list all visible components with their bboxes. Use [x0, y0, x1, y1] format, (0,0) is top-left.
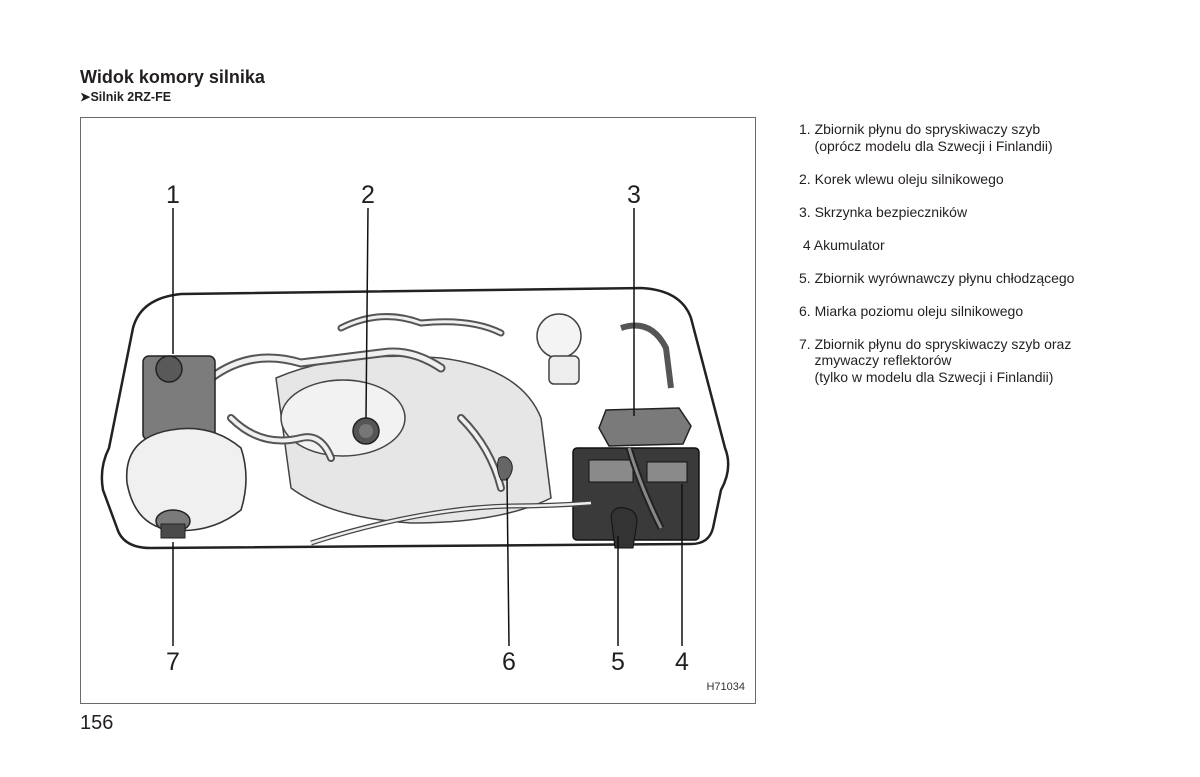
brake-reservoir [536, 313, 582, 359]
section-subtitle: ➤Silnik 2RZ-FE [80, 90, 172, 104]
legend-item: 5. Zbiornik wyrównawczy płynu chłodząceg… [799, 269, 1075, 286]
legend-list: 1. Zbiornik płynu do spryskiwaczy szyb (… [799, 121, 1129, 402]
callout-6: 6 [502, 648, 516, 676]
callout-4: 4 [675, 648, 689, 676]
figure-code: H71034 [706, 681, 745, 693]
callout-3: 3 [627, 181, 641, 209]
hood-outline [100, 286, 730, 550]
dipstick [496, 456, 513, 481]
legend-item: 3. Skrzynka bezpieczników [799, 203, 968, 220]
fuse-box [598, 407, 692, 447]
page-title: Widok komory silnika [80, 67, 265, 87]
legend-item: 6. Miarka poziomu oleju silnikowego [799, 302, 1024, 319]
legend-item: 1. Zbiornik płynu do spryskiwaczy szyb (… [799, 121, 1053, 154]
legend-item: 7. Zbiornik płynu do spryskiwaczy szyb o… [799, 335, 1072, 385]
callout-7: 7 [166, 648, 180, 676]
engine-illustration: 1 2 3 4 5 6 7 [100, 181, 730, 676]
washer-tank-1-cap [155, 355, 183, 383]
air-filter [280, 379, 406, 457]
coolant-reservoir [610, 507, 638, 549]
engine-compartment-figure: 1 2 3 4 5 6 7 H71034 [80, 117, 756, 704]
page-number: 156 [80, 712, 114, 734]
leader-6 [506, 477, 510, 647]
callout-5: 5 [611, 648, 625, 676]
leader-2 [365, 207, 369, 419]
callout-1: 1 [166, 181, 180, 209]
legend-item: 2. Korek wlewu oleju silnikowego [799, 170, 1004, 187]
callout-2: 2 [361, 181, 375, 209]
legend-item: 4 Akumulator [799, 236, 885, 253]
